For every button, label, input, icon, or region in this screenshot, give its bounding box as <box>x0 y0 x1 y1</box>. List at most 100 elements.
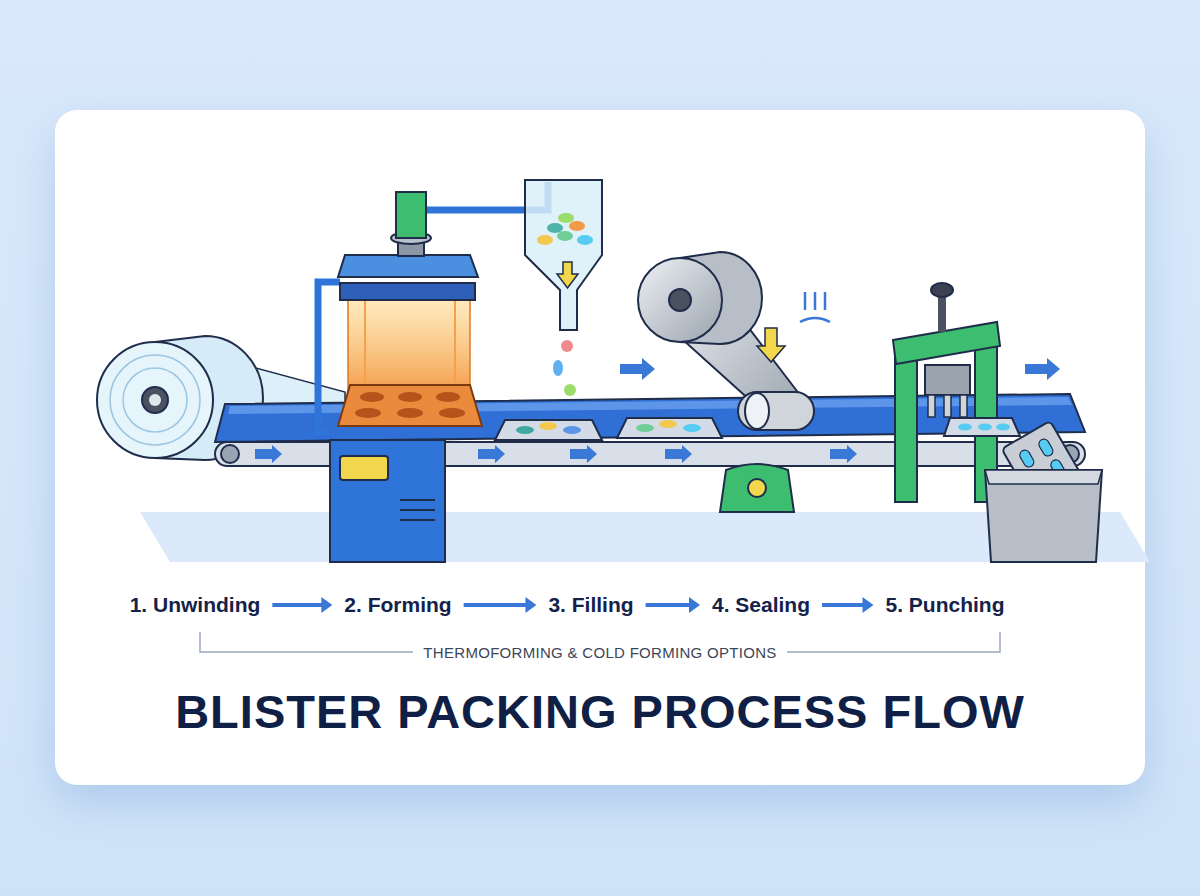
forming-station <box>318 182 548 562</box>
sealing-station <box>745 393 769 429</box>
punching-station <box>958 424 972 431</box>
film-roll <box>142 387 168 413</box>
output-bin <box>1018 448 1036 469</box>
forming-station <box>400 519 435 521</box>
arrow-line <box>822 603 864 607</box>
forming-station <box>396 192 426 238</box>
forming-station <box>348 300 470 398</box>
hopper <box>553 360 563 376</box>
forming-station <box>355 408 381 418</box>
belt-arrows <box>255 445 282 463</box>
forming-station <box>454 300 456 390</box>
output-bin <box>1037 437 1055 458</box>
forming-station <box>360 392 384 402</box>
film-roll <box>149 394 161 406</box>
punching-station <box>960 395 967 417</box>
filled-trays <box>683 424 701 432</box>
punching-station <box>893 322 1000 364</box>
flow-arrow <box>822 597 873 613</box>
sealing-station <box>748 479 766 497</box>
forming-station <box>400 509 435 511</box>
forming-station <box>340 456 388 480</box>
options-note: THERMOFORMING & COLD FORMING OPTIONS <box>413 644 786 661</box>
arrow-head <box>321 597 332 613</box>
filled-trays <box>659 420 677 428</box>
belt-arrows <box>570 445 597 463</box>
process-step: 3. Filling <box>544 591 637 619</box>
hopper <box>557 231 573 241</box>
step-label: 5. Punching <box>885 593 1004 617</box>
sealing-station <box>814 292 817 310</box>
punching-station <box>944 395 951 417</box>
forming-station <box>398 392 422 402</box>
arrow-line <box>272 603 323 607</box>
output-bin <box>985 470 1102 484</box>
hopper <box>558 213 574 223</box>
flow-arrow <box>646 597 700 613</box>
film-roll <box>97 342 213 458</box>
forming-station <box>338 255 478 277</box>
process-step: 2. Forming <box>340 591 455 619</box>
belt-arrows <box>478 445 505 463</box>
arrow-line <box>464 603 528 607</box>
flow-arrow <box>272 597 332 613</box>
filled-trays <box>563 426 581 434</box>
forming-station <box>340 283 475 300</box>
punching-station <box>925 365 970 395</box>
hopper <box>564 384 576 396</box>
forming-station <box>338 385 482 426</box>
hopper <box>577 235 593 245</box>
punching-station <box>944 418 1020 436</box>
hopper <box>561 340 573 352</box>
punching-station <box>996 424 1010 431</box>
arrow-head <box>525 597 536 613</box>
belt-arrows <box>665 445 692 463</box>
step-label: 2. Forming <box>344 593 451 617</box>
forming-station <box>330 440 445 562</box>
filled-trays <box>495 420 602 440</box>
step-label: 1. Unwinding <box>130 593 261 617</box>
sealing-station <box>720 464 794 512</box>
forming-station <box>318 282 340 432</box>
punching-station <box>895 350 917 502</box>
arrow-line <box>646 603 691 607</box>
punching-station <box>928 395 935 417</box>
sealing-station <box>669 289 691 311</box>
hopper <box>525 180 602 330</box>
process-step: 5. Punching <box>881 591 1008 619</box>
conveyor-belt <box>221 445 239 463</box>
hopper <box>525 180 602 396</box>
sealing-station <box>757 328 785 362</box>
flow-arrow <box>464 597 537 613</box>
belt-arrows <box>1025 358 1060 380</box>
sealing-station <box>804 292 807 310</box>
step-label: 4. Sealing <box>712 593 810 617</box>
film-roll <box>110 355 200 445</box>
belt-arrows <box>620 358 655 380</box>
sealing-station <box>638 258 722 342</box>
filled-trays <box>636 424 654 432</box>
forming-station <box>364 300 366 390</box>
forming-station <box>400 499 435 501</box>
forming-station <box>439 408 465 418</box>
hopper <box>569 221 585 231</box>
process-step: 4. Sealing <box>708 591 814 619</box>
sealing-station <box>738 392 814 430</box>
sealing-station <box>800 318 830 322</box>
diagram-title: BLISTER PACKING PROCESS FLOW <box>0 684 1200 739</box>
sealing-station <box>638 252 830 512</box>
output-bin <box>985 470 1102 562</box>
arrow-head <box>689 597 700 613</box>
forming-station <box>397 408 423 418</box>
filled-trays <box>617 418 722 438</box>
process-step: 1. Unwinding <box>126 591 265 619</box>
forming-station <box>436 392 460 402</box>
filled-trays <box>516 426 534 434</box>
punching-station <box>978 424 992 431</box>
filled-trays <box>495 418 722 440</box>
output-bin <box>985 421 1102 562</box>
hopper <box>547 223 563 233</box>
